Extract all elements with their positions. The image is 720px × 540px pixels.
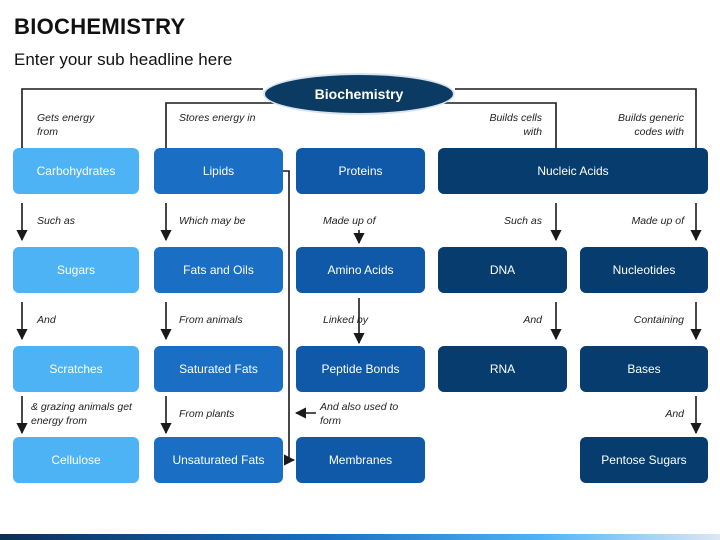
node-bases: Bases (580, 346, 708, 392)
label-linked-by: Linked by (323, 314, 368, 326)
node-rna: RNA (438, 346, 567, 392)
node-nucleotides: Nucleotides (580, 247, 708, 293)
connector-root-carbohydrates (21, 88, 263, 148)
label-made-up-of: Made up of (631, 215, 684, 227)
label-containing: Containing (633, 314, 684, 326)
connector-root-nucleic-left (441, 102, 557, 148)
label-such-as: Such as (37, 215, 75, 227)
page-subtitle: Enter your sub headline here (14, 50, 233, 69)
label-which-may-be: Which may be (179, 215, 246, 227)
node-peptide-bonds: Peptide Bonds (296, 346, 425, 392)
label-builds-generic-codes-with: Builds generic codes with (618, 112, 684, 139)
node-lipids: Lipids (154, 148, 283, 194)
label-builds-cells-with: Builds cells with (489, 112, 542, 139)
node-amino-acids: Amino Acids (296, 247, 425, 293)
node-cellulose: Cellulose (13, 437, 139, 483)
connector-root-lipids (165, 102, 277, 148)
node-carbohydrates: Carbohydrates (13, 148, 139, 194)
node-nucleic-acids: Nucleic Acids (438, 148, 708, 194)
label-such-as: Such as (504, 215, 542, 227)
label-and-also-used-to-form: And also used to form (320, 401, 399, 428)
node-sugars: Sugars (13, 247, 139, 293)
connector-lipids-membranes (283, 170, 296, 466)
label-and: And (523, 314, 542, 326)
label-and: And (37, 314, 56, 326)
label-made-up-of: Made up of (323, 215, 376, 227)
label-grazing-animals-get-energy-from: & grazing animals get energy from (31, 401, 132, 428)
node-proteins: Proteins (296, 148, 425, 194)
footer-gradient-bar (0, 534, 720, 540)
node-saturated-fats: Saturated Fats (154, 346, 283, 392)
node-membranes: Membranes (296, 437, 425, 483)
node-pentose-sugars: Pentose Sugars (580, 437, 708, 483)
page-title: BIOCHEMISTRY (14, 14, 186, 39)
root-node-biochemistry: Biochemistry (263, 73, 455, 115)
connector-root-nucleic-right (455, 88, 697, 148)
node-fats-and-oils: Fats and Oils (154, 247, 283, 293)
label-from-animals: From animals (179, 314, 243, 326)
node-dna: DNA (438, 247, 567, 293)
label-gets-energy-from: Gets energy from (37, 112, 95, 139)
label-stores-energy-in: Stores energy in (179, 112, 256, 124)
label-and: And (665, 408, 684, 420)
node-scratches: Scratches (13, 346, 139, 392)
node-unsaturated-fats: Unsaturated Fats (154, 437, 283, 483)
label-from-plants: From plants (179, 408, 235, 420)
